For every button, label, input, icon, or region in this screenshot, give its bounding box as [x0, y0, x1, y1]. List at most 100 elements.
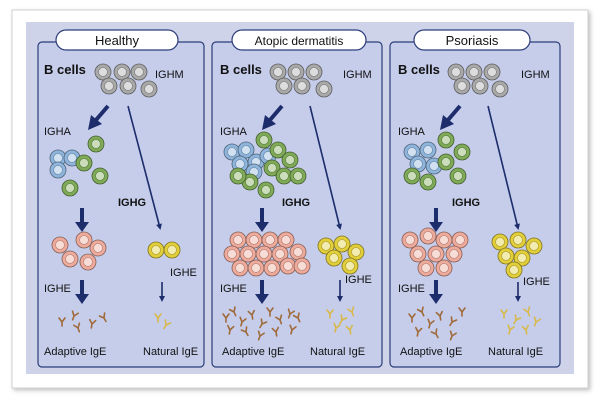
igm-b-cell — [94, 63, 112, 81]
natural-ige-b-cell — [341, 257, 359, 275]
adaptive-ige-antibody — [222, 313, 230, 323]
ighg-label: IGHG — [452, 197, 480, 209]
adaptive-ige-b-cell — [435, 231, 453, 249]
adaptive-ige-b-cell — [289, 243, 307, 261]
ighe-left-label: IGHE — [44, 283, 71, 295]
natural-ige-b-cell — [505, 261, 523, 279]
igm-b-cell — [130, 63, 148, 81]
igg-b-cell — [269, 141, 287, 159]
arrow-to-natural — [309, 105, 342, 230]
adaptive-ige-b-cell — [231, 259, 249, 277]
panel-title: Healthy — [95, 33, 140, 48]
adaptive-ige-antibody — [414, 326, 423, 337]
igg-b-cell — [229, 167, 247, 185]
adaptive-ige-antibody — [275, 314, 283, 325]
b-cells-label: B cells — [398, 62, 440, 77]
iga-b-cell — [425, 157, 443, 175]
arrow-to-iga — [268, 104, 284, 122]
b-cells-label: B cells — [220, 62, 262, 77]
adaptive-ige-antibody — [289, 324, 297, 335]
natural-ige-b-cell — [525, 237, 543, 255]
adaptive-ige-b-cell — [61, 250, 79, 268]
ighg-label: IGHG — [282, 197, 310, 209]
adaptive-ige-b-cell — [435, 259, 453, 277]
adaptive-ige-b-cell — [51, 236, 69, 254]
adaptive-ige-antibody — [449, 316, 458, 327]
natural-ige-b-cell — [325, 249, 343, 267]
arrow-head — [255, 222, 269, 232]
natural-ige-b-cell — [491, 233, 509, 251]
iga-b-cell — [49, 161, 67, 179]
adaptive-ige-antibody — [427, 318, 435, 329]
ighe-right-label: IGHE — [523, 276, 550, 288]
ighe-right-label: IGHE — [345, 274, 372, 286]
arrow-head — [429, 294, 443, 304]
igm-b-cell — [471, 77, 489, 95]
igm-b-cell — [453, 77, 471, 95]
natural-ige-b-cell — [163, 241, 181, 259]
arrow-head — [88, 115, 102, 130]
igm-b-cell — [447, 63, 465, 81]
ighe-left-label: IGHE — [220, 283, 247, 295]
adaptive-ige-antibody — [98, 312, 107, 323]
igg-b-cell — [419, 173, 437, 191]
panel-healthy: Healthy B cells IGHM IGHA IGHG IGHE IGHE… — [37, 29, 205, 368]
natural-ige-b-cell — [347, 243, 365, 261]
adaptive-ige-b-cell — [75, 231, 93, 249]
panel-title-box — [413, 29, 531, 51]
igg-b-cell — [275, 167, 293, 185]
arrow-to-iga — [446, 104, 462, 122]
adaptive-ige-antibody — [226, 324, 235, 335]
natural-ige-antibody — [339, 314, 348, 325]
adaptive-ige-antibody — [228, 306, 237, 317]
arrow-to-iga — [94, 104, 110, 122]
ighm-label: IGHM — [343, 69, 372, 81]
adaptive-ige-antibody — [266, 307, 274, 317]
igha-label: IGHA — [44, 126, 72, 138]
adaptive-ige-antibody — [257, 330, 265, 341]
igg-b-cell — [257, 181, 275, 199]
panel-title-box — [231, 29, 367, 51]
adaptive-ige-b-cell — [401, 231, 419, 249]
natural-ige-b-cell — [497, 247, 515, 265]
iga-b-cell — [237, 141, 255, 159]
natural-ige-label: Natural IgE — [488, 346, 543, 358]
igm-b-cell — [275, 77, 293, 95]
adaptive-ige-b-cell — [245, 231, 263, 249]
adaptive-ige-b-cell — [427, 245, 445, 263]
adaptive-ige-b-cell — [89, 239, 107, 257]
igm-b-cell — [293, 77, 311, 95]
adaptive-ige-b-cell — [279, 257, 297, 275]
igg-b-cell — [61, 179, 79, 197]
igm-b-cell — [113, 63, 131, 81]
adaptive-ige-b-cell — [223, 245, 241, 263]
adaptive-ige-label: Adaptive IgE — [44, 346, 106, 358]
natural-ige-antibody — [345, 324, 354, 335]
igg-b-cell — [453, 143, 471, 161]
natural-ige-antibody — [521, 324, 530, 335]
igha-label: IGHA — [398, 126, 426, 138]
ighe-right-label: IGHE — [170, 267, 197, 279]
adaptive-ige-b-cell — [293, 257, 311, 275]
adaptive-ige-antibody — [88, 318, 97, 329]
b-cells-label: B cells — [44, 62, 86, 77]
igm-b-cell — [491, 80, 509, 98]
ighm-label: IGHM — [155, 69, 184, 81]
panel-title: Atopic dermatitis — [255, 34, 344, 48]
arrow-head — [429, 222, 443, 232]
arrow-to-natural — [487, 105, 520, 230]
adaptive-ige-b-cell — [229, 231, 247, 249]
natural-ige-antibody — [154, 313, 162, 323]
igg-b-cell — [91, 167, 109, 185]
adaptive-ige-b-cell — [277, 231, 295, 249]
iga-b-cell — [223, 143, 241, 161]
igm-b-cell — [483, 63, 501, 81]
natural-ige-antibody — [513, 314, 522, 325]
arrow-to-natural — [127, 105, 162, 230]
panel-title-box — [55, 29, 179, 51]
natural-ige-antibody — [326, 309, 334, 319]
adaptive-ige-b-cell — [255, 245, 273, 263]
adaptive-ige-antibody — [408, 313, 416, 323]
adaptive-ige-antibody — [239, 316, 247, 327]
